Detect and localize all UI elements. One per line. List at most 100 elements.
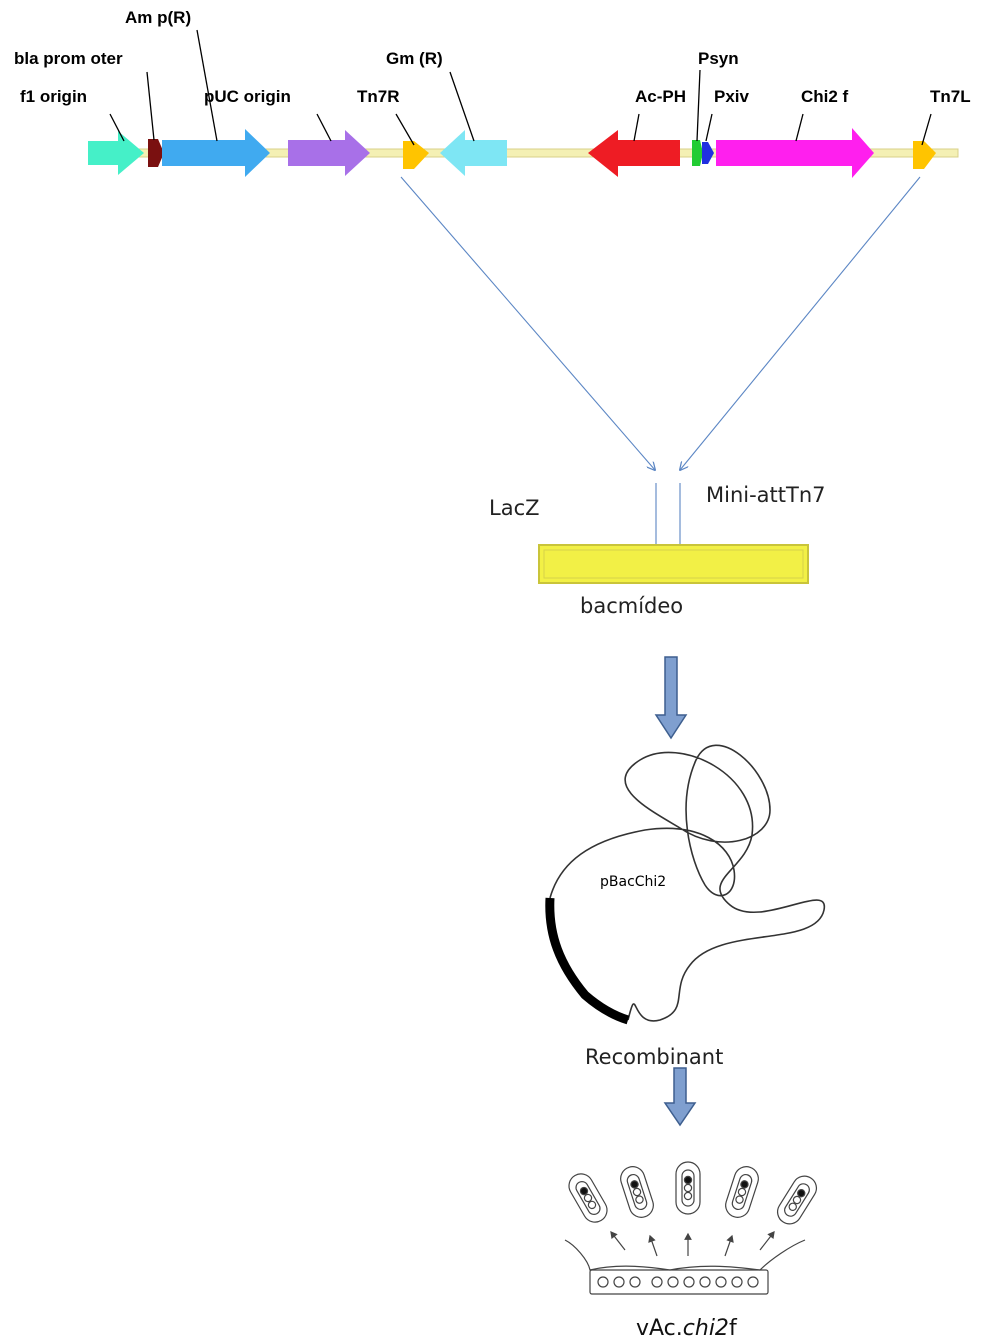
down-arrow-2-shape <box>663 1067 697 1127</box>
f1-origin-label: f1 origin <box>20 87 87 106</box>
ac-ph-label: Ac-PH <box>635 87 686 106</box>
virion-envelope <box>675 1161 701 1215</box>
mini-attTn7-label: Mini-attTn7 <box>706 483 826 507</box>
recombinant-bacmid: pBacChi2 Recombinant <box>545 744 825 1069</box>
psyn-leader <box>696 69 701 142</box>
partial-caption-mask <box>560 1052 780 1066</box>
puc-origin-leader <box>316 113 332 142</box>
virion-capsid <box>784 1183 810 1217</box>
virion-core <box>630 1180 639 1189</box>
puc-origin-arrow <box>288 130 370 176</box>
budding-arrowhead <box>767 1231 775 1240</box>
virion-capsid <box>575 1181 601 1215</box>
virion-capsid <box>731 1173 753 1211</box>
bacmid-label: bacmídeo <box>580 594 683 618</box>
psyn-element <box>692 140 703 166</box>
down-arrow-1 <box>654 656 688 740</box>
gm-r-label: Gm (R) <box>386 49 443 68</box>
virion-core <box>740 1180 749 1189</box>
tn7l-transposition-line <box>680 176 921 470</box>
tn7l-label: Tn7L <box>930 87 971 106</box>
virion-core <box>683 1191 693 1201</box>
virion-core <box>635 1195 644 1204</box>
amp-r-leader <box>196 29 218 142</box>
virion-core <box>583 1193 593 1203</box>
lacz-label: LacZ <box>489 496 540 520</box>
bacmid-bar <box>538 544 809 584</box>
recombinant-name-label: pBacChi2 <box>600 874 666 890</box>
vesicle <box>731 1276 743 1288</box>
virions <box>568 1161 818 1225</box>
tn7r-transposition-line <box>400 176 655 470</box>
vesicle <box>699 1276 711 1288</box>
ac-ph-arrow <box>588 130 680 177</box>
recombinant-partial-caption: Recombinant <box>585 1045 723 1069</box>
psyn-label: Psyn <box>698 49 739 68</box>
virion-core <box>788 1202 797 1211</box>
final-virus-label: vAc.chi2f <box>636 1316 738 1341</box>
virion-capsid <box>681 1169 695 1207</box>
virion-core <box>683 1183 693 1193</box>
tn7l-arrow <box>913 141 936 169</box>
tn7r-label: Tn7R <box>357 87 400 106</box>
budding-arrowhead <box>648 1234 656 1243</box>
final-gene: chi2 <box>683 1316 729 1341</box>
virion-core <box>792 1195 802 1205</box>
budding-arrowhead <box>610 1231 618 1240</box>
chi2f-arrow <box>716 128 874 178</box>
amp-r-label: Am p(R) <box>125 8 191 27</box>
pxiv-element <box>702 142 714 164</box>
tn7l-leader <box>921 113 932 146</box>
chi2f-label: Chi2 f <box>801 87 849 106</box>
virion-core <box>683 1175 693 1185</box>
chi2-insert <box>545 897 630 1025</box>
vesicle <box>747 1276 759 1288</box>
virion <box>620 1166 654 1218</box>
budding-virus-illustration <box>564 1161 818 1295</box>
virion-core <box>587 1200 597 1210</box>
virion-core <box>735 1195 744 1204</box>
cell-vesicles <box>597 1276 759 1288</box>
bacmid-bar-inner <box>543 549 804 579</box>
tn7r-arrow <box>403 141 429 169</box>
virion-core <box>632 1187 642 1197</box>
virion-core <box>797 1189 806 1198</box>
vesicle <box>683 1276 695 1288</box>
f1-origin-leader <box>109 113 125 142</box>
budding-arrowhead <box>726 1234 734 1243</box>
virion-core <box>737 1187 747 1197</box>
bla-promoter-arrow <box>148 139 164 167</box>
virion-capsid <box>626 1173 648 1211</box>
virion <box>675 1161 701 1215</box>
virion-envelope <box>620 1166 654 1218</box>
vesicle <box>613 1276 625 1288</box>
virion-envelope <box>725 1166 759 1218</box>
virion-envelope <box>776 1175 818 1225</box>
vesicle <box>715 1276 727 1288</box>
ac-ph-leader <box>633 113 640 142</box>
gm-r-arrow <box>440 130 507 176</box>
down-arrow-1-shape <box>654 656 688 740</box>
chi2f-leader <box>795 113 804 142</box>
virion-core <box>579 1186 589 1196</box>
gm-r-leader <box>449 71 475 142</box>
puc-origin-label: pUC origin <box>204 87 291 106</box>
virion <box>725 1166 759 1218</box>
final-prefix: vAc. <box>636 1316 683 1341</box>
budding-arrowhead <box>684 1232 692 1240</box>
f1-origin-arrow <box>88 131 144 175</box>
bla-promoter-label: bla prom oter <box>14 49 123 68</box>
cell-base <box>589 1269 769 1295</box>
pxiv-leader <box>705 113 713 142</box>
budding-arrows <box>610 1231 775 1257</box>
plasmid-map: f1 origin bla prom oter Am p(R) pUC orig… <box>14 8 971 178</box>
amp-r-arrow <box>162 129 270 177</box>
cell-surface <box>564 1239 806 1271</box>
bacmid: LacZ Mini-attTn7 bacmídeo <box>489 483 826 618</box>
tn7r-leader <box>395 113 415 146</box>
vesicle <box>667 1276 679 1288</box>
recombinant-dna-strand <box>549 744 825 1022</box>
virion-envelope <box>568 1173 608 1223</box>
vesicle <box>629 1276 641 1288</box>
